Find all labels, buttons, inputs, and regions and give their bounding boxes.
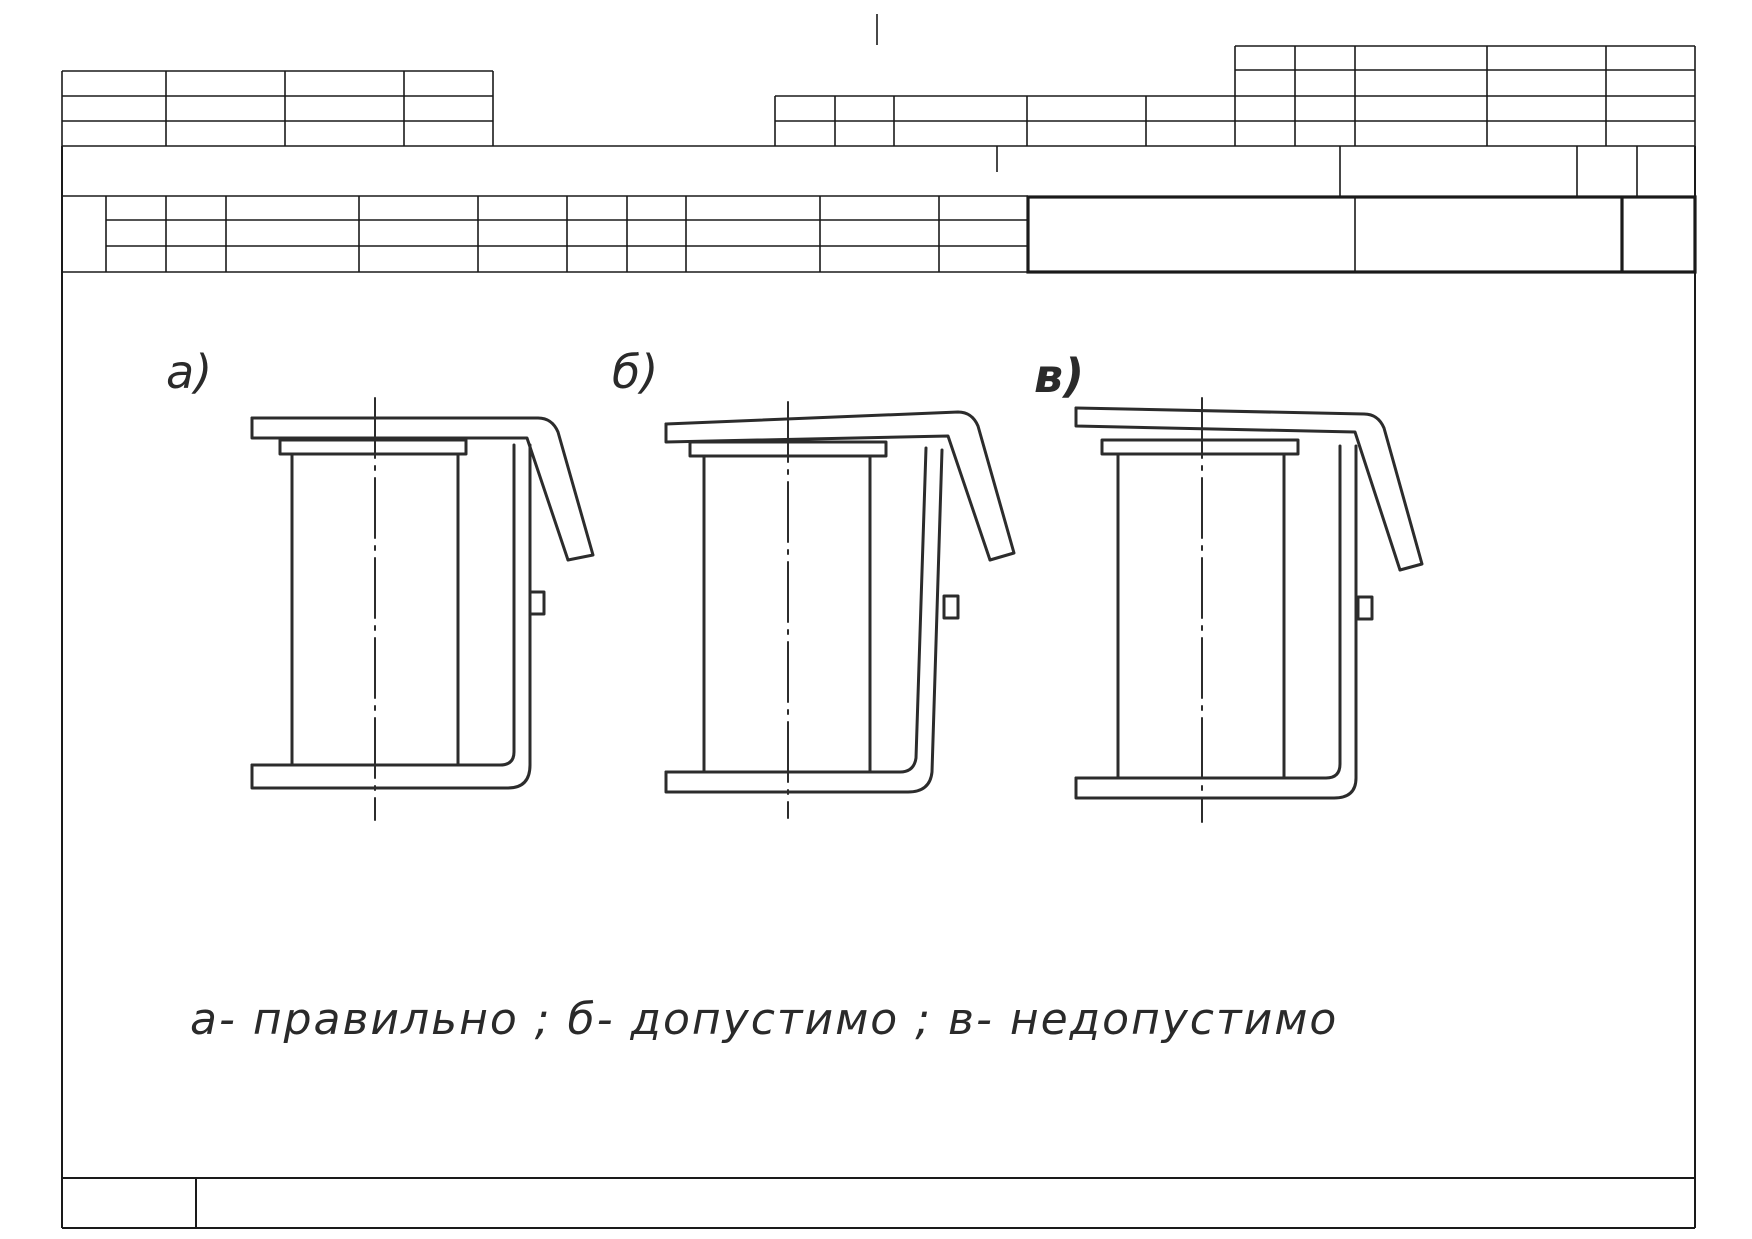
form-grid-bold xyxy=(1026,195,1697,274)
figure-caption: а- правильно ; б- допустимо ; в- недопус… xyxy=(190,994,1338,1045)
sheet-frame xyxy=(61,146,1696,1229)
component-drawing-b xyxy=(664,401,1016,819)
figure-label-v: в) xyxy=(1034,349,1084,403)
form-grid xyxy=(61,14,1696,273)
figure-label-a: а) xyxy=(166,345,212,399)
figure-label-b: б) xyxy=(612,345,658,399)
component-drawing-v xyxy=(1074,397,1424,823)
component-drawing-a xyxy=(250,397,595,821)
